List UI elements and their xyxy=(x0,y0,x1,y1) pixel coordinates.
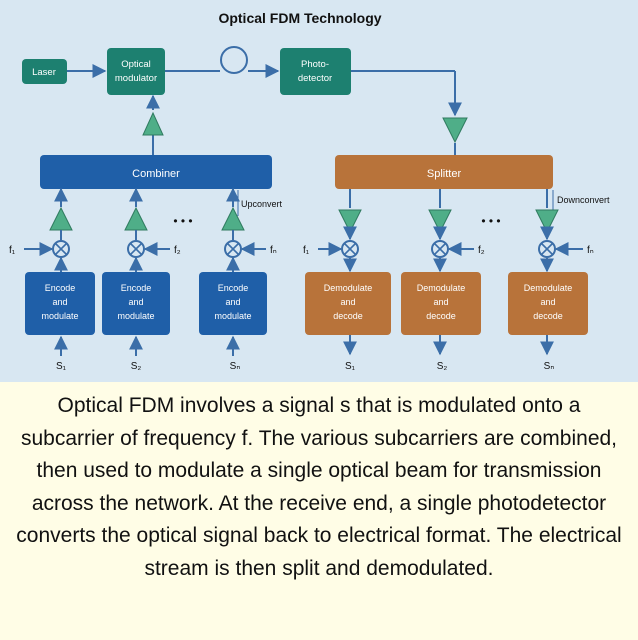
laser-box xyxy=(22,59,67,84)
amplifier-icon xyxy=(49,206,73,231)
amplifier-icon xyxy=(124,206,148,231)
modulator-label-line2: modulator xyxy=(115,73,157,84)
combiner-label: Combiner xyxy=(132,168,180,180)
receive-channel-1: f₁ Demodulate and decode S₁ xyxy=(303,189,391,372)
encode-label: Encode xyxy=(45,283,76,293)
photodetector-box xyxy=(280,48,351,95)
demodulate-label: Demodulate xyxy=(524,283,573,293)
amplifier-icon xyxy=(221,206,245,231)
and-label: and xyxy=(433,297,448,307)
encode-label: Encode xyxy=(121,283,152,293)
and-label: and xyxy=(225,297,240,307)
optical-modulator-box xyxy=(107,48,165,95)
decode-label: decode xyxy=(333,311,363,321)
combiner-box xyxy=(40,155,272,189)
transmit-channel-2: f₂ Encode and modulate S₂ xyxy=(102,187,181,372)
demodulate-decode-box xyxy=(305,272,391,335)
amplifier-icon xyxy=(428,209,452,234)
figure-caption: Optical FDM involves a signal s that is … xyxy=(0,382,638,640)
receive-signal-label-2: S₂ xyxy=(437,361,448,372)
upconvert-label: Upconvert xyxy=(241,199,283,209)
downconvert-label: Downconvert xyxy=(557,195,610,205)
amplifier-icon xyxy=(142,111,164,136)
transmit-ellipsis: • • • xyxy=(173,214,192,228)
transmit-channel-1: f₁ Encode and modulate S₁ xyxy=(9,187,95,372)
receive-channel-2: f₂ Demodulate and decode S₂ xyxy=(401,189,485,372)
splitter-box xyxy=(335,155,553,189)
and-label: and xyxy=(540,297,555,307)
receive-freq-label-n: fₙ xyxy=(587,245,594,256)
transmit-signal-label-n: Sₙ xyxy=(230,361,241,372)
and-label: and xyxy=(52,297,67,307)
decode-label: decode xyxy=(426,311,456,321)
receive-signal-label-n: Sₙ xyxy=(544,361,555,372)
receive-signal-label-1: S₁ xyxy=(345,361,356,372)
demodulate-decode-box xyxy=(508,272,588,335)
fiber-loop-icon xyxy=(220,46,248,74)
receive-channel-n: fₙ Demodulate and decode Sₙ xyxy=(508,189,594,372)
diagram-title: Optical FDM Technology xyxy=(218,10,381,26)
amplifier-icon xyxy=(442,117,468,144)
demodulate-label: Demodulate xyxy=(417,283,466,293)
receive-ellipsis: • • • xyxy=(481,214,500,228)
demodulate-decode-box xyxy=(401,272,481,335)
amplifier-icon xyxy=(338,209,362,234)
modulate-label: modulate xyxy=(214,311,251,321)
caption-text: Optical FDM involves a signal s that is … xyxy=(16,394,622,580)
modulator-label-line1: Optical xyxy=(121,59,151,70)
receive-freq-label-1: f₁ xyxy=(303,245,310,256)
transmit-freq-label-2: f₂ xyxy=(174,245,181,256)
encode-modulate-box xyxy=(199,272,267,335)
and-label: and xyxy=(340,297,355,307)
splitter-label: Splitter xyxy=(427,168,462,180)
modulate-label: modulate xyxy=(117,311,154,321)
demodulate-label: Demodulate xyxy=(324,283,373,293)
receive-freq-label-2: f₂ xyxy=(478,245,485,256)
decode-label: decode xyxy=(533,311,563,321)
photodetector-label-line1: Photo- xyxy=(301,59,329,70)
optical-path xyxy=(67,64,462,155)
and-label: and xyxy=(128,297,143,307)
amplifier-icon xyxy=(535,209,559,234)
encode-modulate-box xyxy=(102,272,170,335)
diagram-svg: Optical FDM Technology Laser Optical mod… xyxy=(9,10,610,372)
encode-modulate-box xyxy=(25,272,95,335)
transmit-freq-label-1: f₁ xyxy=(9,245,16,256)
transmit-signal-label-2: S₂ xyxy=(131,361,142,372)
transmit-channel-n: fₙ Encode and modulate Sₙ xyxy=(199,187,277,372)
optical-fdm-diagram: Optical FDM Technology Laser Optical mod… xyxy=(0,0,638,382)
encode-label: Encode xyxy=(218,283,249,293)
transmit-freq-label-n: fₙ xyxy=(270,245,277,256)
modulate-label: modulate xyxy=(41,311,78,321)
photodetector-label-line2: detector xyxy=(298,73,332,84)
laser-label: Laser xyxy=(32,67,56,78)
transmit-signal-label-1: S₁ xyxy=(56,361,67,372)
